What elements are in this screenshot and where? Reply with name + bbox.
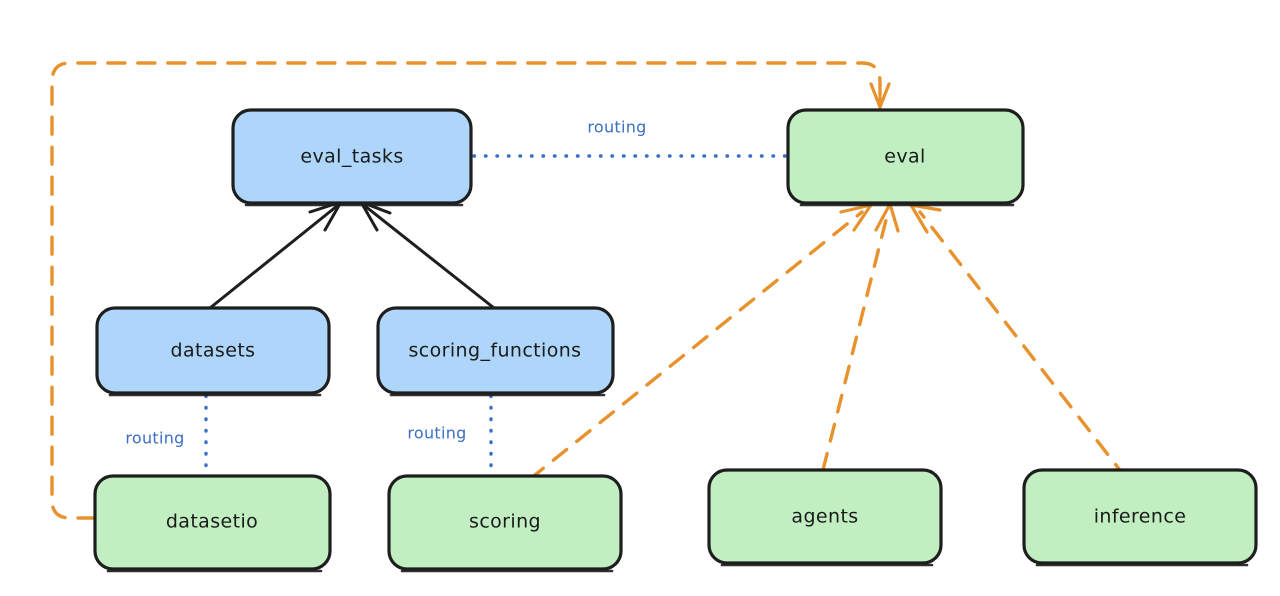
node-inference-shape[interactable] xyxy=(1022,468,1258,565)
node-scoring-label: scoring xyxy=(469,511,541,533)
node-inference-label: inference xyxy=(1094,506,1187,528)
node-eval-tasks[interactable]: eval_tasks xyxy=(231,108,473,207)
node-eval-shape[interactable] xyxy=(786,108,1025,205)
node-inference[interactable]: inference xyxy=(1022,468,1258,567)
node-eval-tasks-label: eval_tasks xyxy=(300,146,403,168)
edge-label-routing-eval: routing xyxy=(587,118,646,137)
edge-labels-layer: routing routing routing xyxy=(125,118,646,448)
edge-label-routing-datasetio: routing xyxy=(125,429,184,448)
edge-scoring-functions-to-eval-tasks xyxy=(359,200,496,310)
node-datasetio[interactable]: datasetio xyxy=(93,474,332,573)
node-agents-label: agents xyxy=(791,506,858,528)
node-scoring-shape[interactable] xyxy=(387,474,623,571)
node-scoring-functions-shape[interactable] xyxy=(376,306,615,395)
node-datasetio-label: datasetio xyxy=(166,511,258,533)
edge-inference-to-eval xyxy=(909,203,1128,480)
node-agents-shape[interactable] xyxy=(707,468,943,565)
node-datasets[interactable]: datasets xyxy=(95,306,331,397)
node-datasets-label: datasets xyxy=(171,340,256,362)
edge-datasetio-to-eval xyxy=(50,61,891,520)
node-datasets-shape[interactable] xyxy=(95,306,331,395)
node-scoring-functions-label: scoring_functions xyxy=(409,340,582,362)
edge-label-routing-scoring: routing xyxy=(407,424,466,443)
edges-layer xyxy=(50,61,1128,520)
node-scoring[interactable]: scoring xyxy=(387,474,623,573)
node-datasetio-shape[interactable] xyxy=(93,474,332,571)
node-eval-tasks-shape[interactable] xyxy=(231,108,473,205)
node-eval[interactable]: eval xyxy=(786,108,1025,207)
node-scoring-functions[interactable]: scoring_functions xyxy=(376,306,615,397)
node-agents[interactable]: agents xyxy=(707,468,943,567)
edge-datasets-to-eval-tasks xyxy=(208,200,343,310)
node-eval-label: eval xyxy=(884,146,925,168)
edge-agents-to-eval xyxy=(821,202,900,472)
